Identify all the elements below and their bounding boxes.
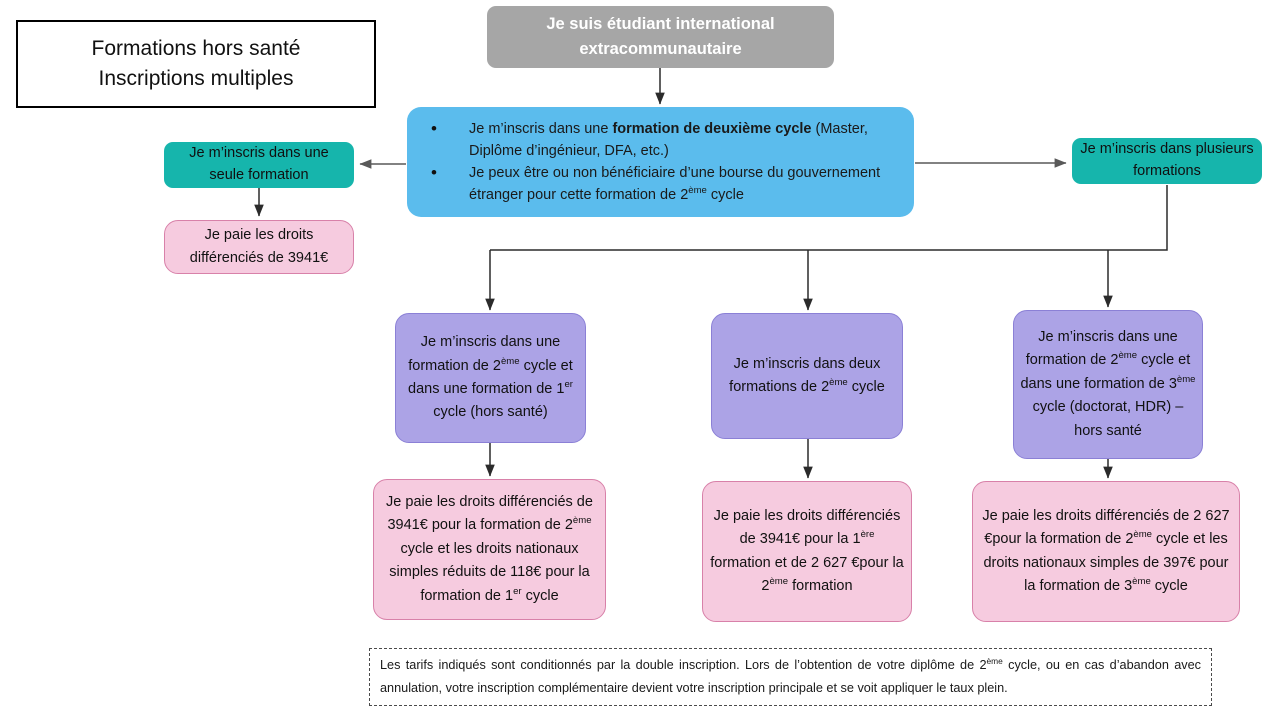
case-1-condition-label: Je m’inscris dans une formation de 2ème … [408,334,573,421]
case-3-fee-label: Je paie les droits différenciés de 2 627… [982,507,1230,594]
header-node: Je suis étudiant international extracomm… [487,6,834,68]
outcome-single-fee-label: Je paie les droits différenciés de 3941€ [189,226,329,266]
footer-note: Les tarifs indiqués sont conditionnés pa… [369,648,1212,706]
case-3-condition: Je m’inscris dans une formation de 2ème … [1013,310,1203,459]
info-bullet-1-bold: formation de deuxième cycle [612,120,812,137]
outcome-single-fee: Je paie les droits différenciés de 3941€ [164,220,354,274]
info-bullet-2-text: Je peux être ou non bénéficiaire d’une b… [469,165,881,204]
title-card: Formations hors santé Inscriptions multi… [16,20,376,108]
branch-single-formation: Je m’inscris dans une seule formation [164,142,354,188]
case-2-condition: Je m’inscris dans deux formations de 2èm… [711,313,903,439]
case-1-fee-label: Je paie les droits différenciés de 3941€… [386,493,593,604]
info-bullet-2: Je peux être ou non bénéficiaire d’une b… [425,161,900,206]
info-bullet-1-pre: Je m’inscris dans une [469,120,613,137]
case-2-condition-label: Je m’inscris dans deux formations de 2èm… [729,355,885,395]
info-bullet-1-post: (Master, Diplôme d’ingénieur, DFA, etc.) [469,120,868,159]
case-2-fee: Je paie les droits différenciés de 3941€… [702,481,912,622]
info-box: Je m’inscris dans une formation de deuxi… [407,107,914,217]
title-line-1: Formations hors santé [91,36,301,60]
case-3-condition-label: Je m’inscris dans une formation de 2ème … [1020,328,1196,439]
branch-multiple-formations: Je m’inscris dans plusieurs formations [1072,138,1262,184]
case-2-fee-label: Je paie les droits différenciés de 3941€… [710,507,904,594]
info-bullet-1: Je m’inscris dans une formation de deuxi… [425,117,900,162]
case-1-condition: Je m’inscris dans une formation de 2ème … [395,313,586,443]
header-label: Je suis étudiant international extracomm… [546,15,775,58]
title-line-2: Inscriptions multiples [98,67,294,90]
branch-single-label: Je m’inscris dans une seule formation [189,145,329,183]
branch-multi-label: Je m’inscris dans plusieurs formations [1080,141,1254,179]
footer-note-text: Les tarifs indiqués sont conditionnés pa… [380,655,1201,695]
case-1-fee: Je paie les droits différenciés de 3941€… [373,479,606,620]
case-3-fee: Je paie les droits différenciés de 2 627… [972,481,1240,622]
